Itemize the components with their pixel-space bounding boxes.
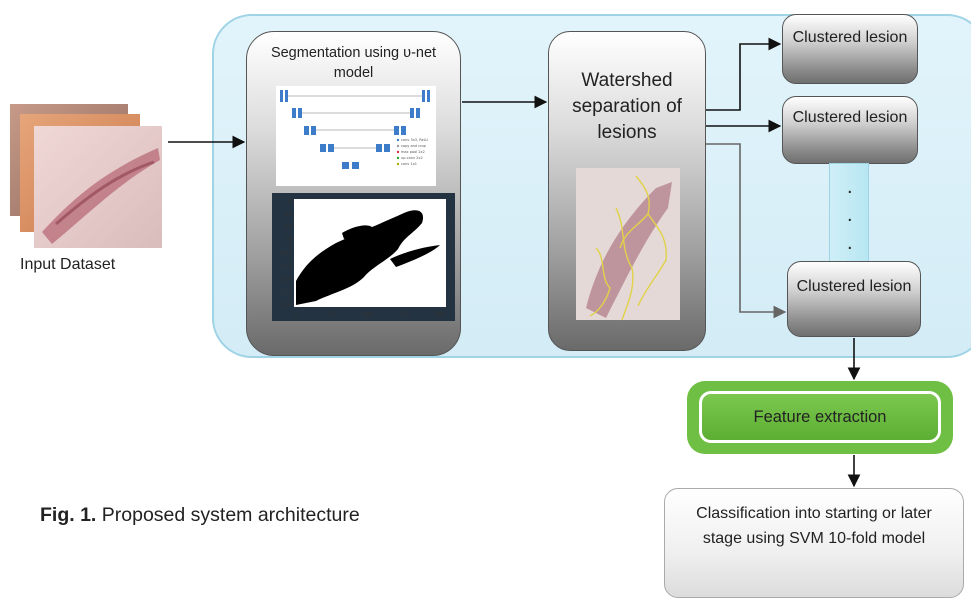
x-tick: 0 bbox=[294, 311, 298, 318]
classification-box: Classification into starting or later st… bbox=[664, 488, 964, 598]
watershed-lesion-image bbox=[576, 168, 680, 321]
unet-architecture-diagram: conv 3x3, ReLU copy and crop max pool 2x… bbox=[276, 86, 436, 186]
x-tick: 50 bbox=[328, 311, 336, 318]
watershed-title: Watershed separation of lesions bbox=[572, 70, 682, 143]
y-tick: 25 bbox=[284, 211, 292, 218]
input-dataset-label: Input Dataset bbox=[20, 256, 116, 273]
y-tick: 200 bbox=[281, 302, 293, 309]
clustered-lesion-box: Clustered lesion bbox=[787, 261, 921, 337]
svg-text:max pool 2x2: max pool 2x2 bbox=[401, 150, 425, 154]
caption-prefix: Fig. 1. bbox=[40, 504, 97, 526]
svg-text:copy and crop: copy and crop bbox=[401, 144, 427, 148]
x-tick: 200 bbox=[434, 311, 446, 318]
x-tick: 150 bbox=[398, 311, 410, 318]
figure-caption: Fig. 1. Proposed system architecture bbox=[40, 504, 360, 527]
ellipsis-column: . . . bbox=[829, 163, 869, 267]
segmentation-title: Segmentation using υ-net model bbox=[270, 45, 437, 81]
y-tick: 175 bbox=[281, 289, 293, 296]
input-image-stack bbox=[10, 104, 162, 248]
x-tick: 100 bbox=[362, 311, 374, 318]
clustered-lesion-box: Clustered lesion bbox=[782, 96, 918, 164]
ellipsis-dot: . bbox=[847, 232, 853, 254]
segmentation-mask-plot: 0 25 50 75 100 125 150 175 200 0 50 100 … bbox=[272, 193, 455, 321]
caption-text: Proposed system architecture bbox=[101, 504, 360, 526]
feature-extraction-box: Feature extraction bbox=[699, 391, 941, 443]
y-tick: 0 bbox=[288, 198, 292, 205]
svg-text:conv 1x1: conv 1x1 bbox=[401, 162, 417, 166]
y-tick: 150 bbox=[281, 276, 293, 283]
y-tick: 50 bbox=[284, 224, 292, 231]
ellipsis-dot: . bbox=[847, 204, 853, 226]
y-tick: 125 bbox=[281, 263, 293, 270]
svg-text:conv 3x3, ReLU: conv 3x3, ReLU bbox=[401, 138, 428, 142]
ellipsis-dot: . bbox=[847, 176, 853, 198]
svg-text:up-conv 2x2: up-conv 2x2 bbox=[401, 156, 423, 160]
mask-lesion-region bbox=[296, 210, 424, 305]
y-tick: 100 bbox=[281, 250, 293, 257]
clustered-lesion-box: Clustered lesion bbox=[782, 14, 918, 84]
y-tick: 75 bbox=[284, 237, 292, 244]
